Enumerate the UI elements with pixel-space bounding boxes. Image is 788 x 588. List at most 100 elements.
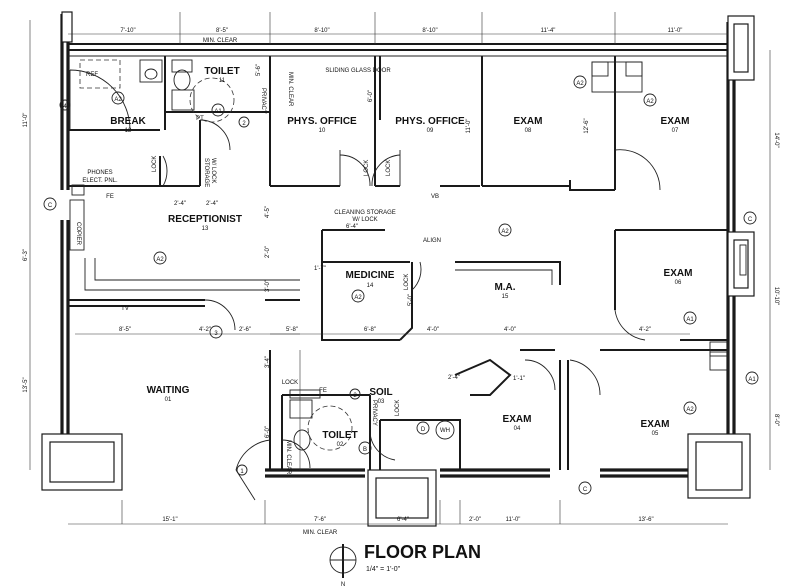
room-number-exam-07: 07 (672, 128, 679, 134)
room-number-break: 12 (125, 128, 132, 134)
title-block: N FLOOR PLAN 1/4" = 1'-0" (330, 542, 481, 588)
tag-a1-exam06: A1 (686, 317, 694, 323)
tag-a2-exam08: A2 (576, 81, 584, 87)
tag-a1-toilet: A1 (214, 109, 222, 115)
note-elect-pnl: ELECT. PNL. (82, 178, 118, 184)
note-privacy-1: PRIVACY (260, 88, 266, 114)
dim-mid-8: 4'-2" (639, 327, 651, 333)
note-fe-1: FE (106, 194, 114, 200)
dim-left-2: 6'-3" (23, 249, 29, 261)
dim-mid-7: 4'-0" (504, 327, 516, 333)
room-name-exam-04: EXAM (503, 414, 532, 425)
dim-v-2: 6'-0" (368, 90, 374, 102)
dim-s-5: 5'-0" (408, 294, 414, 306)
dim-s-4: 1'-1" (513, 376, 525, 382)
room-number-toilet-11: 11 (219, 78, 226, 84)
tag-4: 4 (63, 104, 67, 110)
room-name-toilet-11: TOILET (204, 66, 239, 77)
dim-s-3: 6'-4" (346, 224, 358, 230)
dim-bottom-2: 7'-6" (314, 517, 326, 523)
note-phones: PHONES (87, 170, 112, 176)
dim-mid-6: 4'-0" (427, 327, 439, 333)
room-labels: BREAK 12 TOILET 11 PHYS. OFFICE 10 PHYS.… (110, 66, 692, 448)
tag-a2-exam07: A2 (646, 99, 654, 105)
room-name-soil: SOIL (369, 387, 392, 398)
tag-2-top: 2 (242, 121, 246, 127)
note-min-clear-v2: MIN. CLEAR (285, 440, 291, 475)
tag-text: A2 A1 A2 A2 A2 A2 A1 A2 A1 C C C B D A2 … (48, 81, 757, 493)
exterior-walls (60, 14, 736, 478)
note-sliding-glass-door: SLIDING GLASS DOOR (325, 68, 391, 74)
note-min-clear-top: MIN. CLEAR (203, 38, 238, 44)
dim-left-3: 13'-5" (23, 377, 29, 392)
room-number-phys-office-09: 09 (427, 128, 434, 134)
tag-a1-right: A1 (748, 377, 756, 383)
note-vb: VB (431, 194, 439, 200)
room-name-toilet-02: TOILET (322, 430, 357, 441)
door-swings (69, 69, 661, 471)
annotations: MIN. CLEAR MIN. CLEAR SLIDING GLASS DOOR… (75, 38, 450, 536)
dim-top-5: 11'-4" (541, 28, 556, 34)
dim-s-7: 2'-4" (448, 375, 460, 381)
tag-c-right: C (748, 217, 753, 223)
tag-3: 3 (214, 331, 218, 337)
dim-bottom-3: 6'-4" (397, 517, 409, 523)
room-number-exam-08: 08 (525, 128, 532, 134)
room-number-phys-office-10: 10 (319, 128, 326, 134)
note-copier: COPIER (75, 222, 81, 246)
note-lock-4: LOCK (404, 274, 410, 290)
dim-v-3: 11'-0" (466, 119, 472, 134)
note-align: ALIGN (423, 238, 441, 244)
dim-s-1: 2'-4" (174, 201, 186, 207)
tag-a2-ma: A2 (501, 229, 509, 235)
dim-v-9: 6'-0" (265, 426, 271, 438)
note-lock-5: LOCK (282, 380, 298, 386)
room-name-exam-08: EXAM (514, 116, 543, 127)
tag-2-bottom: 2 (353, 393, 357, 399)
room-number-toilet-02: 02 (337, 442, 344, 448)
dim-left-1: 11'-0" (23, 113, 29, 128)
dim-s-6: 1'-7" (314, 266, 326, 272)
fixtures (69, 59, 747, 451)
tag-a2-break: A2 (114, 97, 122, 103)
dim-top-2: 8'-5" (216, 28, 228, 34)
note-pt: PT (196, 116, 204, 122)
room-number-waiting: 01 (165, 397, 172, 403)
room-number-ma: 15 (502, 294, 509, 300)
dim-mid-5: 6'-8" (364, 327, 376, 333)
tag-b-toilet02: B (363, 447, 367, 453)
note-privacy-2: PRIVACY (371, 400, 377, 426)
dim-bottom-4: 2'-0" (469, 517, 481, 523)
dim-top-1: 7'-10" (120, 28, 135, 34)
note-lock-1: LOCK (152, 156, 158, 172)
dim-top-6: 11'-0" (668, 28, 683, 34)
note-tv: TV (121, 306, 129, 312)
room-name-phys-office-09: PHYS. OFFICE (395, 116, 465, 127)
dim-v-7: 3'-0" (265, 280, 271, 292)
room-number-receptionist: 13 (202, 226, 209, 232)
note-w-lock: W/ LOCK (352, 217, 377, 223)
note-lock-6: LOCK (395, 400, 401, 416)
room-name-medicine: MEDICINE (346, 270, 395, 281)
dim-mid-3: 2'-6" (239, 327, 251, 333)
note-min-clear-bottom: MIN. CLEAR (303, 530, 338, 536)
room-name-waiting: WAITING (147, 385, 190, 396)
tag-a2-recep: A2 (156, 257, 164, 263)
room-name-exam-06: EXAM (664, 268, 693, 279)
plan-scale: 1/4" = 1'-0" (366, 566, 401, 573)
room-name-exam-05: EXAM (641, 419, 670, 430)
dim-v-5: 4'-5" (265, 206, 271, 218)
dim-right-3: 8'-0" (773, 414, 779, 426)
corner-piers (41, 11, 755, 527)
dim-s-2: 2'-4" (206, 201, 218, 207)
tag-1: 1 (240, 469, 244, 475)
dim-top-3: 8'-10" (314, 28, 329, 34)
room-number-exam-04: 04 (514, 426, 521, 432)
interior-walls (68, 56, 728, 501)
dim-v-4: 12'-6" (584, 118, 590, 133)
tag-d-soil: D (421, 427, 426, 433)
note-lock-2: LOCK (364, 160, 370, 176)
room-name-exam-07: EXAM (661, 116, 690, 127)
room-number-exam-05: 05 (652, 431, 659, 437)
